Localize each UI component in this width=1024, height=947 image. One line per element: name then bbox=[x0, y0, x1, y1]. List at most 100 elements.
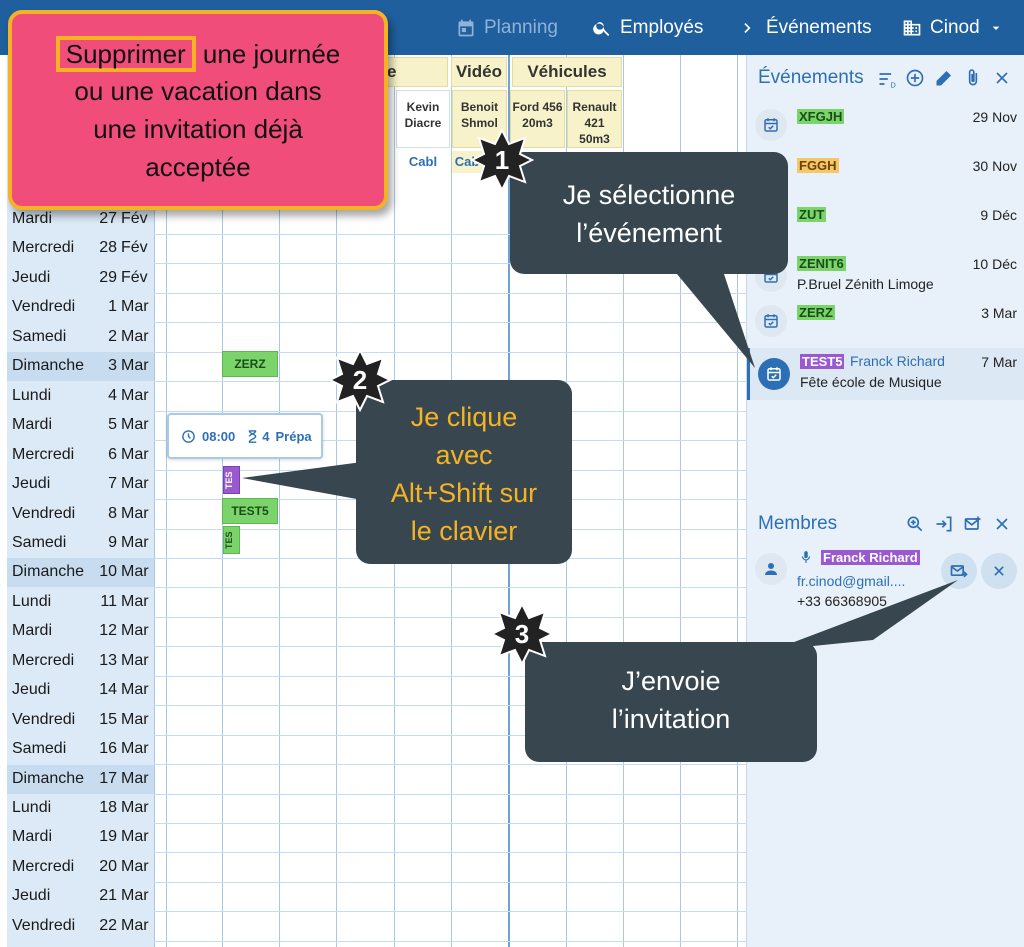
date-month: Mar bbox=[121, 711, 149, 728]
add-circle-icon[interactable] bbox=[905, 68, 925, 88]
send-invitation-button[interactable] bbox=[941, 553, 977, 589]
paperclip-icon[interactable] bbox=[963, 68, 983, 88]
step3-line1: J’envoie bbox=[621, 666, 721, 696]
date-name: Mercredi bbox=[12, 239, 75, 256]
date-day: 27 bbox=[99, 210, 117, 227]
star-badge-icon bbox=[489, 601, 555, 667]
date-name: Lundi bbox=[12, 593, 52, 610]
nav-planning[interactable]: Planning bbox=[456, 14, 558, 42]
title-line4: acceptée bbox=[145, 152, 251, 182]
remove-member-button[interactable] bbox=[981, 553, 1017, 589]
date-day: 9 bbox=[108, 534, 117, 551]
import-icon[interactable] bbox=[934, 514, 954, 534]
pencil-icon[interactable] bbox=[934, 68, 954, 88]
date-month: Mar bbox=[121, 328, 149, 345]
member-email[interactable]: fr.cinod@gmail.... bbox=[797, 573, 906, 589]
calendar-check-icon bbox=[755, 109, 787, 141]
grid-row-line bbox=[154, 293, 746, 294]
date-name: Dimanche bbox=[12, 357, 85, 374]
step3-line2: l’invitation bbox=[611, 704, 731, 734]
resource-header[interactable]: Renault 421 50m3 bbox=[567, 90, 622, 148]
star-badge-icon bbox=[469, 127, 535, 193]
date-name: Mardi bbox=[12, 622, 53, 639]
member-name: Franck Richard bbox=[821, 550, 920, 565]
grid-column-line bbox=[336, 55, 337, 947]
title-line2: ou une vacation dans bbox=[74, 76, 322, 106]
date-day: 15 bbox=[99, 711, 117, 728]
nav-evenements[interactable]: Événements bbox=[738, 14, 872, 42]
events-panel-title: Événements bbox=[758, 67, 864, 88]
send-all-mail-icon[interactable] bbox=[963, 514, 983, 534]
step2-bubble: Je clique avec Alt+Shift sur le clavier bbox=[356, 380, 572, 564]
zoom-in-icon[interactable] bbox=[905, 514, 925, 534]
event-block-tes[interactable]: TES bbox=[223, 526, 240, 554]
date-month: Mar bbox=[121, 534, 149, 551]
date-month: Mar bbox=[121, 740, 149, 757]
date-day: 14 bbox=[99, 681, 117, 698]
resource-tag: Cab bbox=[452, 151, 482, 173]
date-month: Fév bbox=[121, 210, 148, 227]
nav-employes[interactable]: Employés bbox=[592, 14, 703, 42]
date-day: 3 bbox=[108, 357, 117, 374]
nav-cinod[interactable]: Cinod bbox=[902, 14, 1004, 42]
member-row[interactable]: Franck Richard fr.cinod@gmail.... +33 66… bbox=[747, 543, 1024, 609]
date-day: 28 bbox=[99, 239, 117, 256]
date-day: 10 bbox=[99, 563, 117, 580]
calendar-icon bbox=[458, 19, 474, 37]
date-day: 1 bbox=[108, 298, 117, 315]
close-icon[interactable] bbox=[992, 68, 1012, 88]
resource-header[interactable]: Kevin Diacre bbox=[396, 90, 450, 148]
grid-row-line bbox=[154, 676, 746, 677]
date-month: Mar bbox=[121, 446, 149, 463]
send-mail-icon bbox=[950, 565, 968, 578]
event-block-zerz[interactable]: ZERZ bbox=[222, 351, 278, 377]
tooltip-label: Prépa bbox=[275, 428, 312, 444]
date-name: Dimanche bbox=[12, 563, 85, 580]
event-date: 7 Mar bbox=[981, 354, 1017, 370]
close-icon[interactable] bbox=[992, 514, 1012, 534]
step1-line2: l’événement bbox=[576, 218, 722, 248]
event-block-tes[interactable]: TES bbox=[223, 466, 240, 494]
grid-column-line bbox=[623, 55, 624, 947]
date-month: Mar bbox=[121, 475, 149, 492]
date-day: 22 bbox=[99, 917, 117, 934]
resource-header[interactable]: Ford 456 20m3 bbox=[510, 90, 565, 148]
date-name: Vendredi bbox=[12, 298, 76, 315]
sort-date-icon[interactable]: D bbox=[877, 69, 897, 89]
event-date: 10 Déc bbox=[972, 256, 1017, 272]
date-month: Mar bbox=[121, 917, 149, 934]
event-block-test5[interactable]: TEST5 bbox=[222, 498, 278, 524]
